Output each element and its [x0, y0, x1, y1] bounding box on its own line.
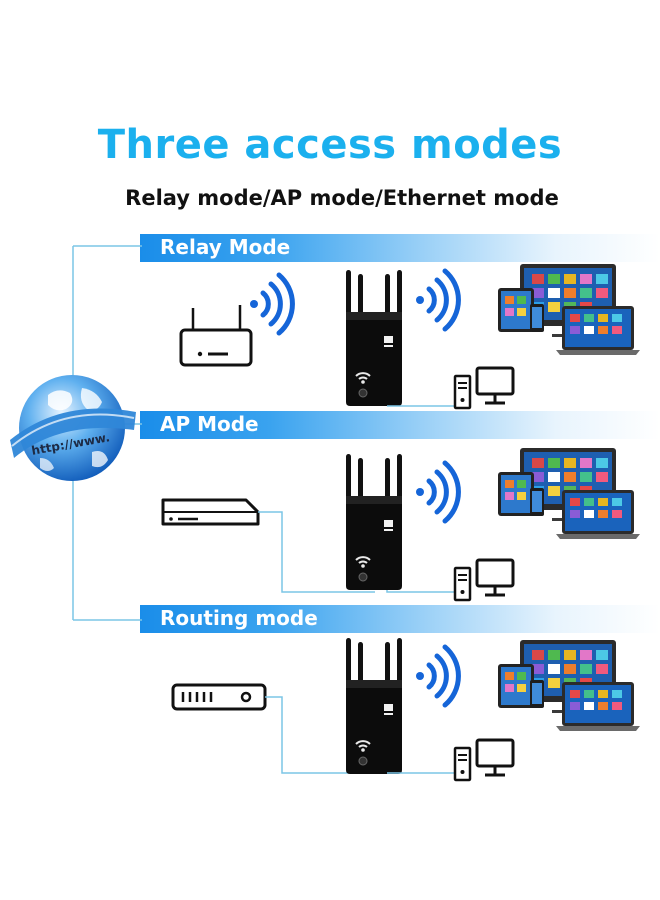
mode-label-relay: Relay Mode: [160, 235, 291, 259]
mode-label-routing: Routing mode: [160, 606, 318, 630]
client-devices: [498, 264, 640, 355]
ethernet-cable: [265, 696, 375, 774]
page-subtitle: Relay mode/AP mode/Ethernet mode: [125, 186, 559, 210]
wifi-signal-icon: [416, 463, 458, 521]
mode-band-routing: Routing mode: [140, 605, 660, 633]
wifi-extender: [345, 637, 403, 775]
ethernet-cable: [386, 590, 455, 593]
router-icon: [179, 305, 253, 367]
page-title: Three access modes: [97, 122, 563, 168]
client-devices: [498, 640, 640, 731]
desktop-pc-icon: [453, 738, 515, 782]
desktop-pc-icon: [453, 558, 515, 602]
wifi-signal-icon: [416, 271, 458, 329]
ethernet-cable: [258, 511, 375, 593]
desktop-pc-icon: [453, 366, 515, 410]
wifi-signal-icon: [416, 647, 458, 705]
internet-globe-icon: [10, 375, 136, 481]
switch-icon: [171, 683, 267, 711]
mode-label-ap: AP Mode: [160, 412, 259, 436]
mode-band-relay: Relay Mode: [140, 234, 660, 262]
modem-icon: [161, 498, 260, 526]
wifi-signal-icon: [250, 275, 292, 333]
mode-band-ap: AP Mode: [140, 411, 660, 439]
wifi-extender: [345, 269, 403, 407]
wifi-extender: [345, 453, 403, 591]
client-devices: [498, 448, 640, 539]
